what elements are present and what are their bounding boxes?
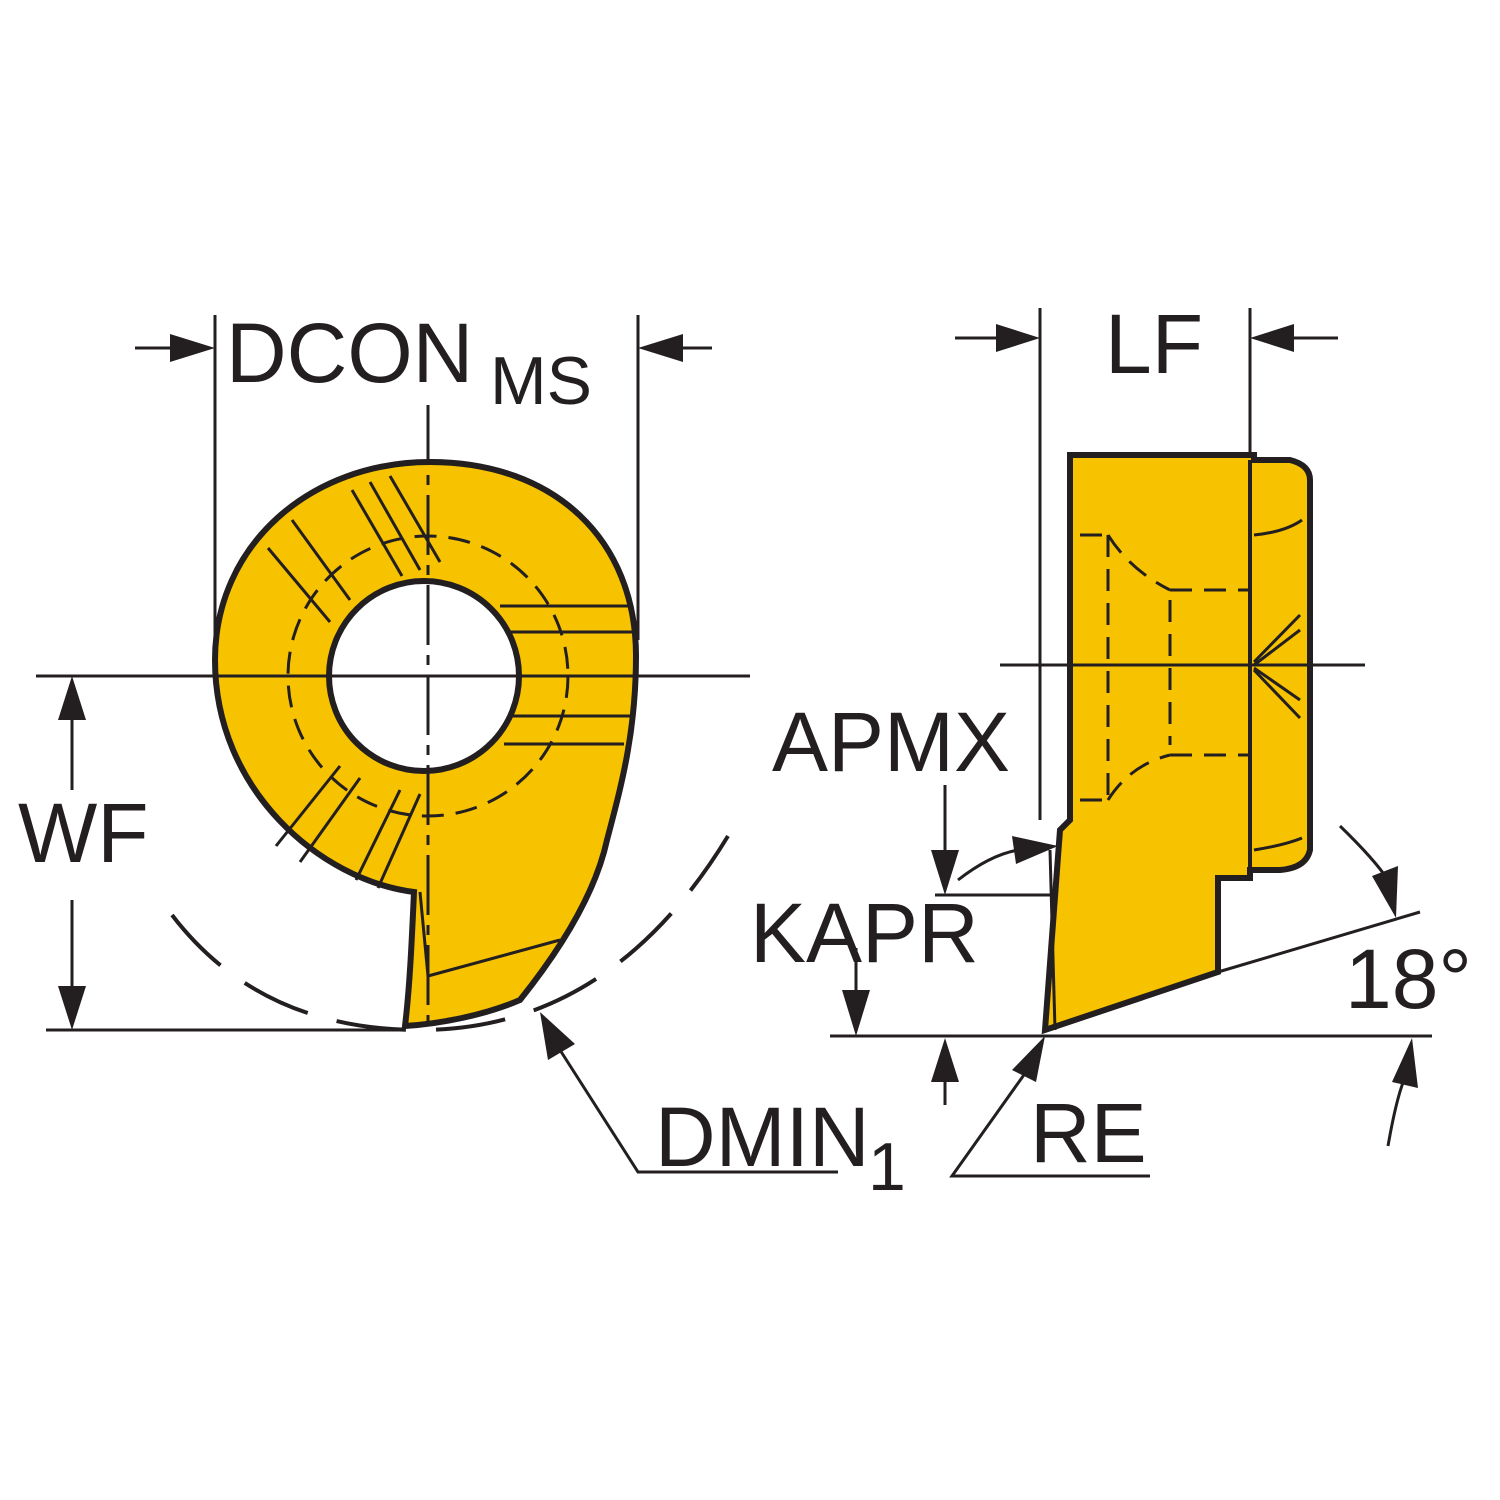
- lf-label: LF: [1105, 297, 1203, 391]
- dmin-arc: [170, 834, 730, 1033]
- dmin-subscript: 1: [868, 1129, 906, 1205]
- front-view-face-lines: [266, 475, 634, 978]
- kapr-dimension: KAPR: [750, 836, 1058, 1036]
- dcon-subscript: MS: [490, 343, 592, 419]
- apmx-label: APMX: [772, 695, 1010, 789]
- side-view-body: [1041, 452, 1313, 1035]
- dcon-dimension: DCON MS: [135, 306, 712, 640]
- dmin-dimension: DMIN 1: [540, 1012, 906, 1205]
- lf-dimension: LF: [955, 297, 1338, 820]
- re-dimension: RE: [949, 1036, 1150, 1180]
- clearance-angle-dimension: 18°: [1217, 824, 1472, 1147]
- re-label: RE: [1030, 1086, 1147, 1180]
- front-view: [36, 405, 750, 1033]
- wf-label: WF: [18, 786, 149, 880]
- dmin-label: DMIN: [655, 1090, 870, 1184]
- angle-label: 18°: [1345, 932, 1472, 1026]
- side-view: [1000, 452, 1365, 1035]
- apmx-dimension: APMX: [772, 695, 1050, 1105]
- kapr-label: KAPR: [750, 886, 979, 980]
- wf-dimension: WF: [18, 676, 405, 1032]
- dcon-label: DCON: [226, 306, 473, 400]
